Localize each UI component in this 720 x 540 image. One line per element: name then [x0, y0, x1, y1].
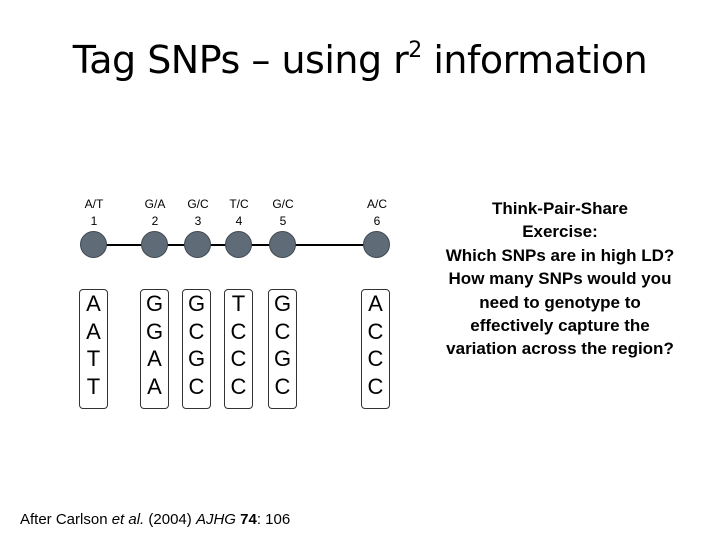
citation-year: (2004): [144, 511, 196, 528]
snp-alleles: A/T: [84, 197, 104, 211]
snp-number: 1: [90, 214, 98, 228]
allele-cell: T: [86, 373, 101, 399]
snp-label-1: A/T 1: [74, 196, 114, 230]
exercise-line: effectively capture the: [470, 316, 650, 336]
exercise-line: Exercise:: [522, 222, 598, 242]
snp-node-5: [269, 231, 296, 258]
snp-label-5: G/C 5: [263, 196, 303, 230]
snp-alleles: T/C: [229, 197, 249, 211]
snp-number: 4: [235, 214, 243, 228]
snp-alleles: A/C: [366, 197, 387, 211]
allele-cell: C: [367, 373, 384, 399]
haplotype-column-1: A A T T: [79, 289, 108, 409]
snp-label-6: A/C 6: [357, 196, 397, 230]
allele-cell: C: [188, 373, 205, 399]
snp-alleles: G/C: [187, 197, 209, 211]
citation-prefix: After Carlson: [20, 511, 112, 528]
snp-number: 3: [194, 214, 202, 228]
allele-cell: C: [274, 318, 291, 344]
allele-cell: A: [86, 291, 101, 316]
snp-node-2: [141, 231, 168, 258]
exercise-text: Think-Pair-Share Exercise: Which SNPs ar…: [422, 197, 698, 361]
snp-number: 5: [279, 214, 287, 228]
haplotype-column-3: G C G C: [182, 289, 211, 409]
snp-number: 6: [373, 214, 381, 228]
snp-number: 2: [151, 214, 159, 228]
exercise-line: need to genotype to: [479, 292, 641, 312]
snp-node-6: [363, 231, 390, 258]
title-end: information: [421, 38, 648, 82]
snp-node-1: [80, 231, 107, 258]
allele-cell: A: [368, 291, 383, 316]
allele-cell: G: [187, 346, 206, 371]
haplotype-column-6: A C C C: [361, 289, 390, 409]
allele-cell: T: [86, 346, 101, 371]
allele-cell: A: [86, 318, 101, 344]
allele-cell: G: [187, 291, 206, 316]
allele-cell: C: [367, 346, 384, 371]
snp-node-3: [184, 231, 211, 258]
title-main: Tag SNPs – using r: [72, 38, 409, 82]
snp-label-2: G/A 2: [135, 196, 175, 230]
allele-cell: G: [273, 291, 292, 316]
haplotype-column-5: G C G C: [268, 289, 297, 409]
title-superscript: 2: [408, 38, 422, 64]
snp-alleles: G/C: [272, 197, 294, 211]
allele-cell: G: [145, 291, 164, 316]
exercise-line: Think-Pair-Share: [491, 199, 629, 218]
allele-cell: C: [230, 373, 247, 399]
citation-pages: : 106: [256, 511, 291, 528]
haplotype-column-4: T C C C: [224, 289, 253, 409]
slide-title: Tag SNPs – using r2 information: [0, 38, 720, 82]
citation-journal: AJHG: [195, 511, 236, 528]
haplotype-column-2: G G A A: [140, 289, 169, 409]
citation: After Carlson et al. (2004) AJHG 74: 106: [20, 511, 290, 528]
snp-node-4: [225, 231, 252, 258]
exercise-line: variation across the region?: [446, 339, 674, 359]
allele-cell: C: [188, 318, 205, 344]
snp-label-3: G/C 3: [178, 196, 218, 230]
allele-cell: C: [230, 346, 247, 371]
allele-cell: C: [367, 318, 384, 344]
allele-cell: A: [147, 373, 162, 399]
allele-cell: T: [231, 291, 246, 316]
citation-etal: et al.: [111, 511, 145, 528]
exercise-line: Which SNPs are in high LD?: [445, 245, 675, 265]
allele-cell: A: [147, 346, 162, 371]
allele-cell: C: [230, 318, 247, 344]
citation-volume: 74: [240, 511, 257, 528]
snp-label-4: T/C 4: [219, 196, 259, 230]
allele-cell: G: [273, 346, 292, 371]
exercise-line: How many SNPs would you: [448, 269, 672, 289]
allele-cell: C: [274, 373, 291, 399]
snp-alleles: G/A: [144, 197, 166, 211]
allele-cell: G: [145, 318, 164, 344]
